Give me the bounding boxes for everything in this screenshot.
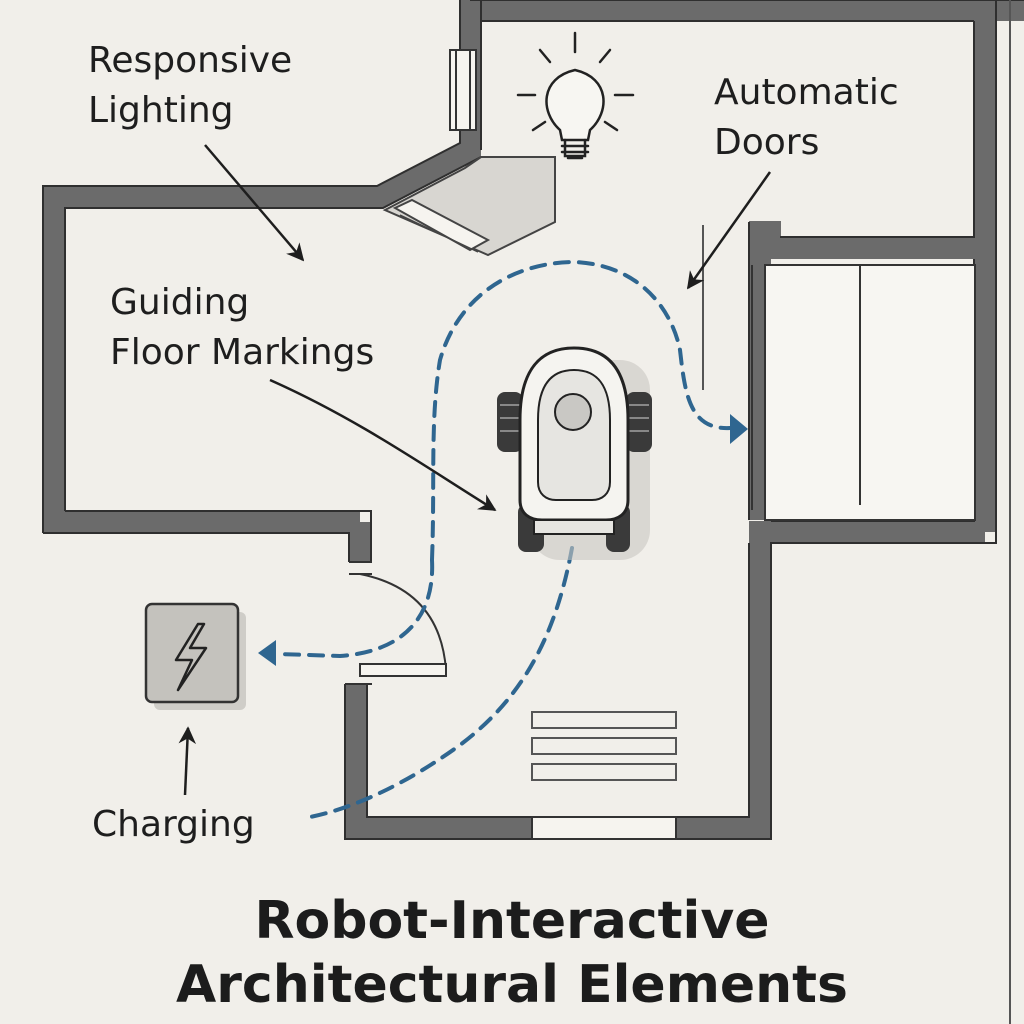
automatic-door xyxy=(751,264,976,521)
path-to-charging xyxy=(276,558,435,659)
bottom-window xyxy=(531,816,677,840)
label-pointers xyxy=(178,144,772,796)
corridor-window xyxy=(449,49,477,131)
robot-icon xyxy=(497,346,652,560)
label-guiding-floor-markings-line1: Guiding xyxy=(110,282,250,323)
doors-pointer xyxy=(686,171,772,290)
label-responsive-lighting-line1: Responsive xyxy=(88,40,293,81)
arrowhead-door xyxy=(730,414,748,444)
lighting-pointer xyxy=(204,144,305,262)
label-guiding-floor-markings-line2: Floor Markings xyxy=(110,332,375,373)
lightbulb-icon xyxy=(516,31,635,160)
swing-door xyxy=(345,561,447,685)
path-to-door xyxy=(430,259,732,562)
arrowhead-charging xyxy=(258,640,276,666)
label-automatic-doors-line2: Doors xyxy=(714,122,820,163)
ceiling-light-fixture xyxy=(382,156,556,257)
robot-paths xyxy=(276,259,732,820)
floor-pointer xyxy=(269,378,497,512)
label-responsive-lighting-line2: Lighting xyxy=(88,90,234,131)
diagram-title-line1: Robot-Interactive xyxy=(254,891,770,951)
lightning-bolt-icon xyxy=(174,622,208,692)
floor-marking-stripes xyxy=(531,711,677,781)
charging-pointer xyxy=(178,726,197,796)
charging-station xyxy=(144,602,246,710)
label-automatic-doors-line1: Automatic xyxy=(714,72,899,113)
path-from-bottom xyxy=(303,546,574,820)
label-charging: Charging xyxy=(92,804,255,845)
diagram-title-line2: Architectural Elements xyxy=(176,955,848,1015)
